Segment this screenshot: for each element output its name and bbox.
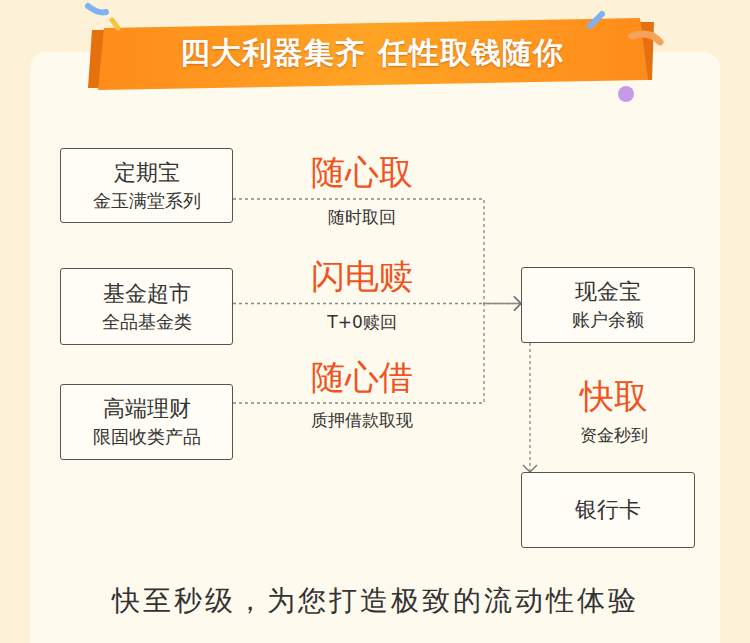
box-title: 现金宝: [575, 277, 641, 307]
box-title: 定期宝: [114, 158, 180, 188]
box-title: 基金超市: [103, 279, 191, 309]
connector: [523, 343, 537, 472]
connector: [233, 297, 521, 311]
box-subtitle: 账户余额: [572, 307, 644, 333]
caption: 快至秒级，为您打造极致的流动性体验: [112, 583, 639, 619]
confetti: [618, 86, 634, 102]
process-box: 银行卡: [521, 472, 695, 548]
process-box: 基金超市全品基金类: [60, 268, 233, 345]
connector-line: [529, 343, 530, 472]
process-box: 高端理财限固收类产品: [60, 384, 233, 460]
connector: [233, 297, 521, 404]
box-title: 高端理财: [103, 394, 191, 424]
process-box: 现金宝账户余额: [521, 267, 695, 343]
connector-line: [233, 303, 521, 304]
confetti: [632, 34, 660, 42]
arrowhead: [523, 465, 537, 472]
confetti: [88, 6, 106, 12]
confetti: [112, 20, 118, 28]
edge-note: 资金秒到: [580, 424, 648, 446]
edge-label: 闪电赎: [311, 256, 413, 296]
banner-title: 四大利器集齐 任性取钱随你: [180, 33, 563, 73]
content-panel: [30, 52, 720, 643]
edge-note: T+0赎回: [327, 311, 396, 333]
edge-note: 随时取回: [328, 206, 396, 228]
confetti: [590, 14, 602, 26]
connector-line: [233, 199, 521, 304]
edge-label: 随心借: [311, 357, 413, 397]
box-subtitle: 限固收类产品: [93, 424, 201, 450]
box-subtitle: 全品基金类: [102, 309, 192, 335]
edge-label: 随心取: [311, 152, 413, 192]
box-title: 银行卡: [575, 495, 641, 525]
ribbon: [98, 18, 648, 90]
edge-note: 质押借款取现: [311, 409, 413, 431]
edge-label: 快取: [580, 376, 648, 416]
process-box: 定期宝金玉满堂系列: [60, 148, 233, 223]
box-subtitle: 金玉满堂系列: [93, 188, 201, 214]
arrowhead: [514, 297, 521, 311]
connector: [233, 199, 521, 311]
connector-line: [233, 304, 521, 404]
